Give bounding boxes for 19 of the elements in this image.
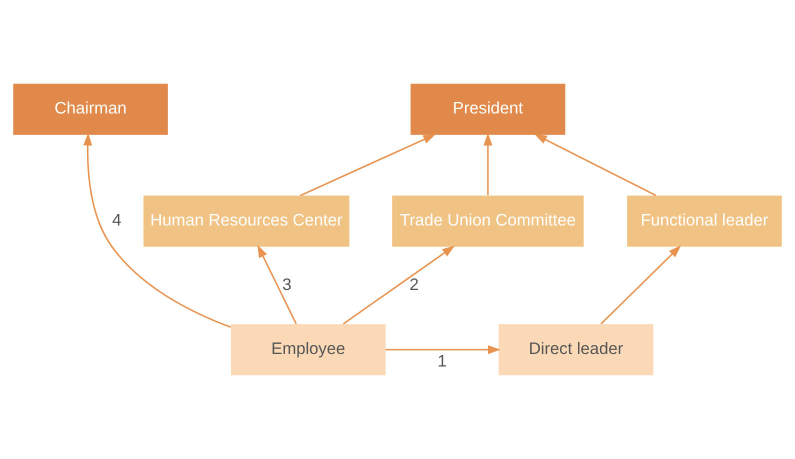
arrow [386,345,501,354]
node-box: Human Resources Center [144,196,350,247]
arrow [600,245,682,324]
edge-label: 4 [112,210,122,230]
edge-label: 3 [282,274,292,294]
node-box: Employee [230,324,386,376]
arrow [534,134,656,196]
arrow [83,132,231,328]
arrow [342,246,455,324]
node-box: President [410,84,566,135]
edge-label: 1 [437,352,447,371]
edge-label: 2 [410,274,419,294]
node-box: Functional leader [627,196,782,247]
node-box: Chairman [13,84,168,135]
arrow [484,132,492,196]
node-box: Direct leader [498,324,654,376]
arrow [257,244,297,324]
node-box: Trade Union Committee [392,196,584,247]
arrow [300,134,436,196]
